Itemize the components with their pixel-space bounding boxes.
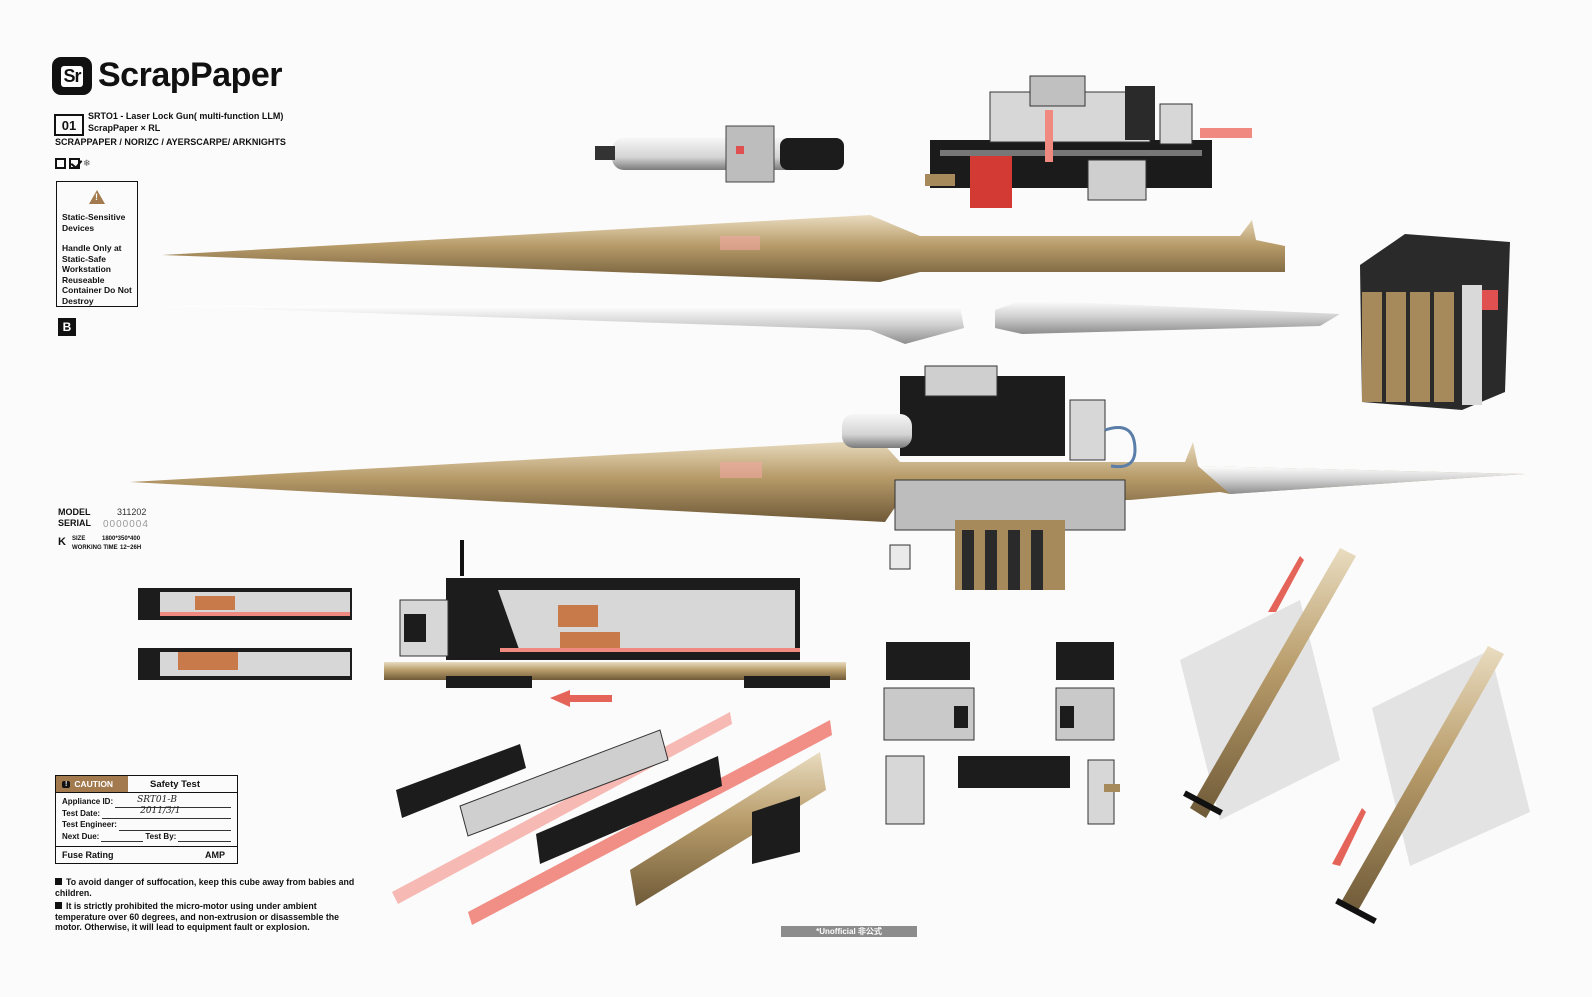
working-time-label: WORKING TIME bbox=[72, 545, 118, 551]
warning-triangle-icon bbox=[89, 190, 105, 204]
working-time-value: 12~26H bbox=[120, 545, 142, 551]
note-suffocation: To avoid danger of suffocation, keep thi… bbox=[55, 877, 355, 898]
mounted-view-right bbox=[1332, 646, 1530, 924]
brand-logo-mark: Sr bbox=[52, 57, 92, 95]
mounted-view-left bbox=[1180, 548, 1356, 820]
checkbox-row: ❄ bbox=[55, 158, 91, 169]
fuse-rating-label: Fuse Rating bbox=[62, 850, 114, 860]
warning-triangle-icon: ! bbox=[62, 780, 71, 788]
note-micro-motor: It is strictly prohibited the micro-moto… bbox=[55, 901, 340, 932]
caution-tag: ! CAUTION bbox=[56, 776, 128, 792]
fuse-rating-unit: AMP bbox=[205, 850, 225, 860]
static-warning-panel: Static-Sensitive Devices Handle Only at … bbox=[56, 181, 138, 307]
cross-section-large bbox=[384, 540, 846, 707]
bullet-square-icon bbox=[55, 902, 62, 909]
snowflake-icon: ❄ bbox=[83, 158, 91, 168]
cert-mark-icon: K bbox=[58, 536, 66, 548]
checked-checkbox-icon bbox=[69, 158, 80, 169]
spec-labels: MODEL SERIAL bbox=[58, 507, 91, 529]
unofficial-tag: *Unofficial 非公式 bbox=[781, 926, 917, 937]
appliance-id-value: SRT01-B bbox=[137, 794, 178, 805]
bullet-square-icon bbox=[55, 878, 62, 885]
safety-form: Appliance ID: SRT01-B Test Date: 2011/3/… bbox=[56, 793, 237, 846]
model-label: MODEL bbox=[58, 507, 91, 517]
size-value: 1800*350*400 bbox=[102, 536, 141, 542]
serial-label: SERIAL bbox=[58, 518, 92, 528]
exploded-view bbox=[392, 712, 832, 925]
test-date-row: Test Date: 2011/3/1 bbox=[62, 806, 231, 819]
silver-blade-part bbox=[158, 300, 1340, 344]
test-engineer-row: Test Engineer: bbox=[62, 819, 231, 831]
appliance-id-row: Appliance ID: SRT01-B bbox=[62, 794, 231, 808]
size-label: SIZE bbox=[72, 536, 86, 542]
safety-test-card: ! CAUTION Safety Test Appliance ID: SRT0… bbox=[55, 775, 238, 864]
next-due-row: Next Due: Test By: bbox=[62, 831, 231, 842]
cylinder-module bbox=[595, 125, 844, 183]
component-parts bbox=[883, 642, 1120, 825]
size-labels: SIZE WORKING TIME bbox=[72, 535, 118, 553]
empty-checkbox-icon bbox=[55, 158, 66, 169]
assembled-laser-lock-gun bbox=[130, 365, 1525, 590]
product-credits: SCRAPPAPER / NORIZC / AYERSCARPE/ ARKNIG… bbox=[55, 137, 286, 147]
safety-test-title: Safety Test bbox=[150, 778, 200, 790]
test-date-value: 2011/3/1 bbox=[140, 806, 181, 816]
model-value: 311202 bbox=[117, 507, 147, 517]
size-values: 1800*350*400 12~26H bbox=[102, 535, 141, 553]
section-badge: B bbox=[58, 318, 76, 336]
battery-pack bbox=[1360, 234, 1510, 410]
gold-blade-part bbox=[162, 215, 1285, 282]
product-title: SRTO1 - Laser Lock Gun( multi-function L… bbox=[88, 111, 284, 121]
lock-mechanism-top bbox=[925, 75, 1252, 208]
product-collab: ScrapPaper × RL bbox=[88, 123, 161, 133]
brand-name: ScrapPaper bbox=[98, 56, 283, 94]
product-index-badge: 01 bbox=[54, 114, 84, 136]
serial-value: 0000004 bbox=[103, 519, 149, 530]
warning-line-2: Handle Only at Static-Safe Workstation R… bbox=[62, 243, 132, 306]
warning-line-1: Static-Sensitive Devices bbox=[62, 212, 126, 233]
cross-section-small bbox=[138, 588, 352, 680]
caution-header: ! CAUTION Safety Test bbox=[56, 776, 237, 793]
fuse-rating-row: Fuse Rating AMP bbox=[56, 846, 237, 860]
